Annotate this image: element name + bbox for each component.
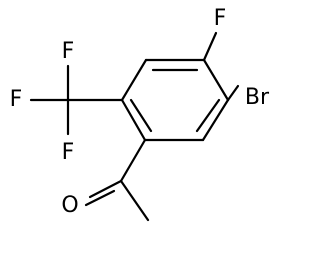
carbonyl-double-bond-inner [84, 189, 116, 207]
carbonyl-double-bond-outer [88, 179, 123, 199]
fluoro-label: F [214, 6, 227, 31]
structure-canvas: F Br F F F O [9, 6, 271, 222]
bond-c5-br [226, 84, 240, 102]
bond-carbonyl-methyl [119, 179, 150, 222]
cf3-fluoro-bottom-label: F [62, 140, 75, 165]
chemical-structure: F Br F F F O [10, 6, 270, 222]
ring-bond-c1-c2 [120, 98, 147, 142]
bond-c4-f [202, 31, 218, 62]
cf3-fluoro-left-label: F [10, 87, 23, 112]
cf3-fluoro-top-label: F [62, 39, 75, 64]
carbonyl-oxygen-label: O [61, 193, 78, 218]
inner-double-bond-left [129, 98, 153, 133]
ring-bond-c4-c5 [202, 58, 230, 102]
bond-c1-carbonyl [119, 138, 147, 183]
ring-bond-c2-c3 [120, 58, 148, 102]
inner-double-bond-right [195, 98, 221, 133]
ring-bond-c5-c6 [201, 98, 230, 142]
bromo-label: Br [245, 85, 270, 110]
